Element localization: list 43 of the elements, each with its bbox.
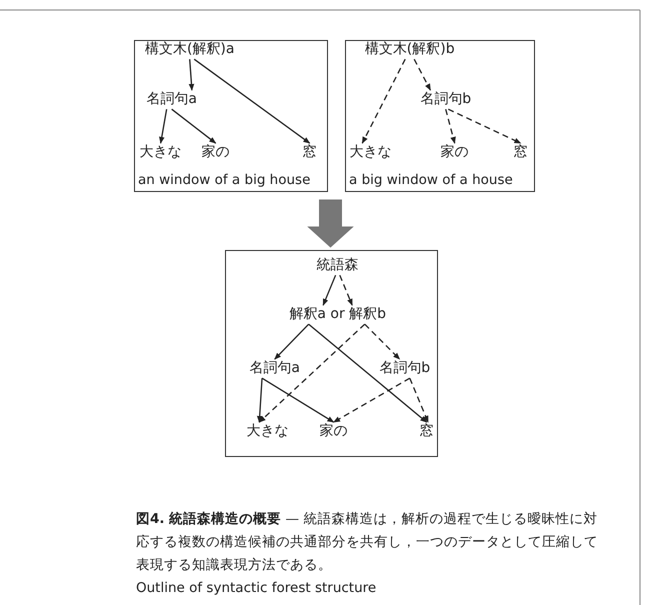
tree-arrow [364, 324, 400, 360]
gloss-text: an window of a big house [138, 172, 310, 188]
tree-arrow [171, 108, 216, 144]
tree-node-label: 大きな [246, 423, 289, 440]
tree-arrow [339, 274, 353, 306]
tree-node-label: 解釈a or 解釈b [289, 306, 386, 324]
tree-node-label: 家の [320, 423, 348, 440]
tree-node-label: 窓 [302, 144, 317, 162]
tree-node-label: 構文木(解釈)b [364, 41, 455, 58]
tree-node-label: 家の [440, 144, 469, 162]
tree-node-label: 名詞句b [420, 91, 472, 108]
tree-panel [345, 40, 535, 192]
tree-arrow [322, 274, 336, 306]
tree-arrow [362, 58, 406, 144]
tree-arrow [448, 108, 522, 144]
tree-arrow [188, 59, 194, 91]
tree-node-label: 名詞句b [379, 360, 430, 378]
tree-panel [225, 250, 438, 457]
tree-node-label: 窓 [420, 423, 434, 440]
tree-node-label: 大きな [140, 144, 182, 162]
tree-arrow [256, 378, 263, 423]
tree-node-label: 大きな [350, 144, 392, 162]
gloss-text: a big window of a house [349, 172, 513, 188]
english-caption: Outline of syntactic forest structure [136, 580, 376, 596]
tree-arrow [258, 324, 366, 423]
tree-arrow [414, 58, 431, 91]
tree-node-label: 統語森 [316, 257, 359, 274]
tree-node-label: 窓 [514, 144, 528, 162]
tree-arrow [194, 58, 310, 144]
tree-node-label: 名詞句a [249, 360, 300, 378]
figure-caption: 図4. 統語森構造の概要 — 統語森構造は，解析の過程で生じる曖昧性に対応する複数の構造候補の共通部分を共有し，一つのデータとして圧縮して表現する知識表現方法である。 [136, 510, 598, 575]
tree-arrow [308, 324, 428, 423]
tree-arrow [262, 378, 334, 423]
block-arrow [307, 200, 354, 248]
tree-arrow [159, 109, 168, 144]
tree-node-label: 構文木(解釈)a [144, 41, 234, 58]
tree-arrow [333, 378, 410, 423]
tree-arrow [409, 378, 429, 423]
tree-node-label: 名詞句a [146, 91, 197, 108]
tree-panel [134, 40, 328, 192]
tree-arrow [274, 324, 310, 360]
tree-node-label: 家の [202, 144, 230, 162]
tree-arrow [445, 109, 456, 144]
